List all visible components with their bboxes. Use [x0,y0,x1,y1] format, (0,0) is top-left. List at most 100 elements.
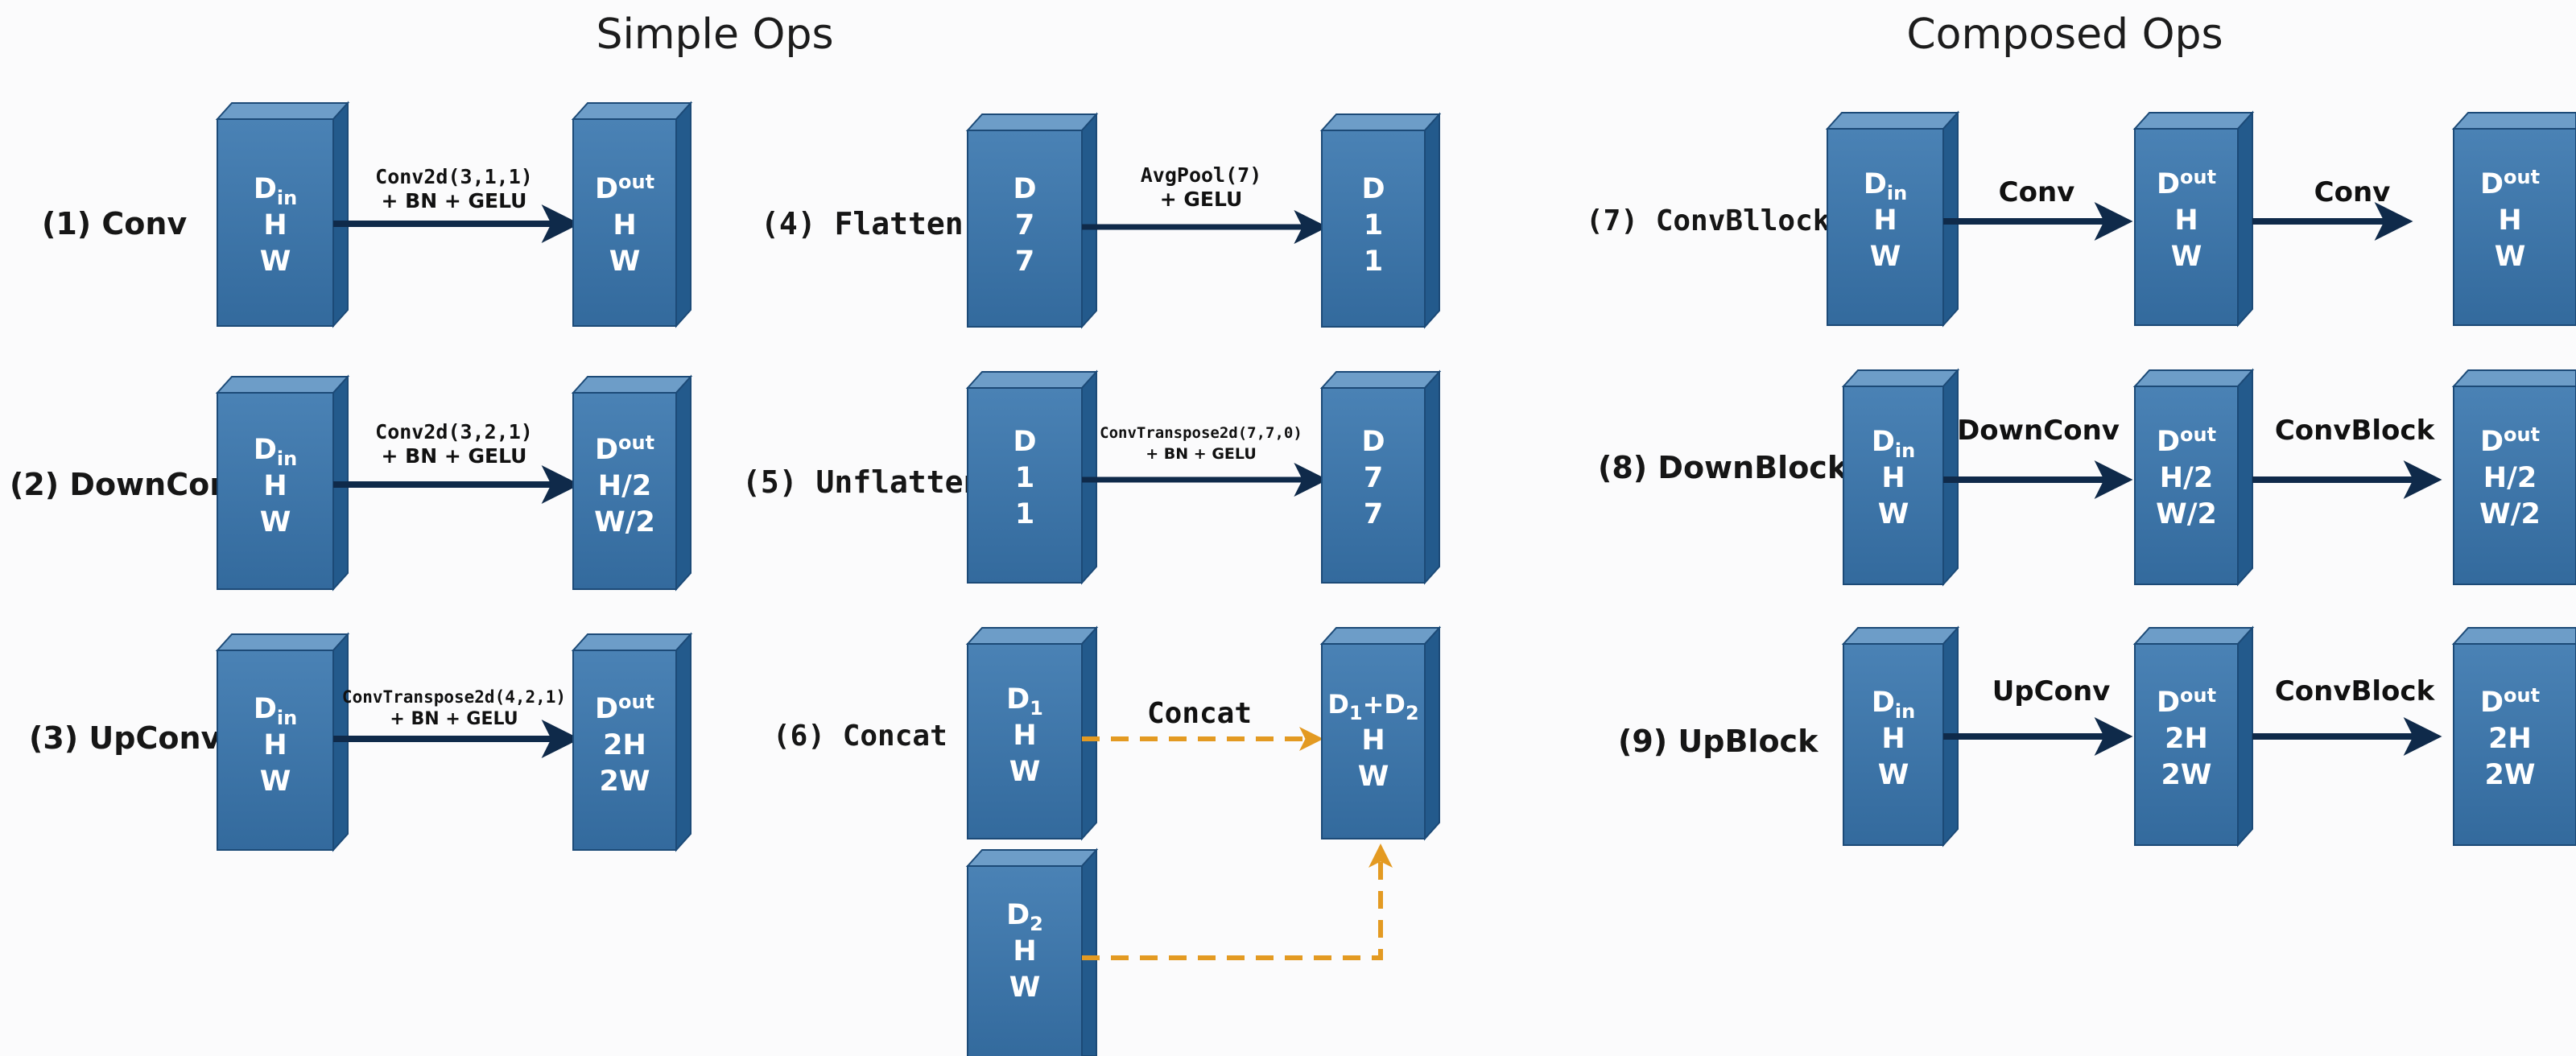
svg-text:Din: Din [1872,687,1915,723]
op-label-unflatten: (5) Unflatten [742,464,981,500]
svg-text:D2: D2 [1006,899,1043,935]
block-op7-in: Din H W [1825,110,1960,328]
svg-text:7: 7 [1364,498,1383,530]
svg-text:Dout: Dout [595,431,654,466]
block-op6-in1: D1 H W [965,625,1099,841]
svg-text:Din: Din [1872,426,1915,462]
svg-text:H: H [1013,935,1036,967]
svg-text:D: D [1361,173,1385,205]
svg-text:7: 7 [1015,245,1034,278]
arrow-label-op3-line1: ConvTranspose2d(4,2,1) [342,687,566,707]
svg-text:2W: 2W [2161,759,2212,791]
arrow-label-op8-2: ConvBlock [2275,415,2436,447]
block-op9-out: Dout 2H 2W [2451,627,2576,846]
arrow-label-op9-1: UpConv [1992,675,2111,707]
svg-text:Din: Din [254,693,297,729]
svg-text:1: 1 [1015,462,1034,494]
svg-text:Dout: Dout [2480,423,2540,458]
svg-text:D: D [1361,426,1385,458]
svg-text:W: W [1870,241,1901,273]
svg-text:H/2: H/2 [598,470,651,502]
svg-text:H/2: H/2 [2160,462,2213,494]
block-op1-out: Dout H W [571,101,693,328]
svg-text:H: H [263,470,287,502]
op-label-upblock: (9) UpBlock [1618,724,1818,759]
svg-text:1: 1 [1015,498,1034,530]
svg-text:W: W [260,245,291,278]
svg-text:2H: 2H [2165,723,2208,755]
op-label-concat: (6) Concat [773,720,947,753]
block-op3-in: Din H W [215,632,350,852]
svg-text:Dout: Dout [2157,166,2216,200]
svg-text:Dout: Dout [2480,166,2540,200]
svg-text:Dout: Dout [2157,423,2216,458]
svg-text:1: 1 [1364,209,1383,241]
svg-text:W: W [1878,759,1909,791]
arrow-label-op2-line2: + BN + GELU [382,444,527,468]
svg-text:Din: Din [254,173,297,209]
svg-text:W: W [2495,241,2526,273]
svg-text:W: W [1009,756,1041,788]
block-op8-out: Dout H/2 W/2 [2451,369,2576,585]
op-label-convblock: (7) ConvBllock [1586,204,1831,237]
svg-text:W: W [1009,971,1041,1004]
title-composed-ops: Composed Ops [1906,10,2223,59]
svg-text:2W: 2W [600,765,650,798]
svg-text:1: 1 [1364,245,1383,278]
svg-text:H/2: H/2 [2483,462,2537,494]
arrow-label-op7-2: Conv [2314,176,2391,208]
svg-text:W: W [2171,241,2202,273]
svg-text:2H: 2H [603,729,646,761]
svg-text:D: D [1013,426,1036,458]
svg-text:H: H [1873,204,1897,237]
block-op6-in2: D2 H W [965,848,1099,1056]
arrow-label-op1-line2: + BN + GELU [382,189,527,212]
arrow-label-op4-line1: AvgPool(7) [1141,163,1262,187]
svg-text:H: H [613,209,636,241]
arrow-label-op1-line1: Conv2d(3,1,1) [375,165,533,188]
svg-text:H: H [2174,204,2198,237]
arrow-label-concat: Concat [1147,697,1252,730]
block-op9-mid: Dout 2H 2W [2132,625,2255,848]
svg-text:H: H [2498,204,2521,237]
svg-text:W: W [1878,498,1909,530]
block-op7-out: Dout H W [2451,112,2576,326]
block-op8-in: Din H W [1841,368,1960,587]
block-op4-in: D 7 7 [965,112,1099,329]
arrow-label-op3-line2: + BN + GELU [390,709,518,729]
svg-text:W/2: W/2 [594,506,655,538]
arrow-label-op8-1: DownConv [1957,415,2120,447]
arrow-label-op5-line2: + BN + GELU [1146,445,1257,463]
block-op9-in: Din H W [1841,625,1960,848]
block-op5-out: D 7 7 [1319,369,1442,585]
svg-text:W: W [260,506,291,538]
block-op2-out: Dout H/2 W/2 [571,374,693,592]
svg-text:W: W [260,765,291,798]
title-simple-ops: Simple Ops [596,10,833,59]
svg-text:Dout: Dout [2480,684,2540,719]
block-op2-in: Din H W [215,374,350,592]
svg-text:W: W [1358,761,1389,793]
arrow-label-op7-1: Conv [1999,176,2075,208]
block-op3-out: Dout 2H 2W [571,632,693,852]
op-label-downblock: (8) DownBlock [1598,450,1848,485]
svg-text:7: 7 [1364,462,1383,494]
svg-text:Dout: Dout [595,171,654,205]
block-op6-out: D1+D2 H W [1319,625,1442,841]
block-op7-mid: Dout H W [2132,110,2255,328]
arrow-label-op9-2: ConvBlock [2275,675,2436,707]
svg-text:Dout: Dout [595,691,654,725]
arrow-label-op5-line1: ConvTranspose2d(7,7,0) [1100,424,1302,442]
concat-arrow-bottom [1082,844,1393,960]
svg-text:H: H [263,729,287,761]
svg-text:W: W [609,245,641,278]
op-label-flatten: (4) Flatten [761,206,964,241]
svg-text:H: H [1881,462,1905,494]
op-label-upconv: (3) UpConv [29,720,221,756]
op-label-downconv: (2) DownConv [10,467,251,502]
svg-text:D: D [1013,173,1036,205]
svg-text:Dout: Dout [2157,684,2216,719]
block-op5-in: D 1 1 [965,369,1099,585]
svg-text:Din: Din [254,434,297,470]
